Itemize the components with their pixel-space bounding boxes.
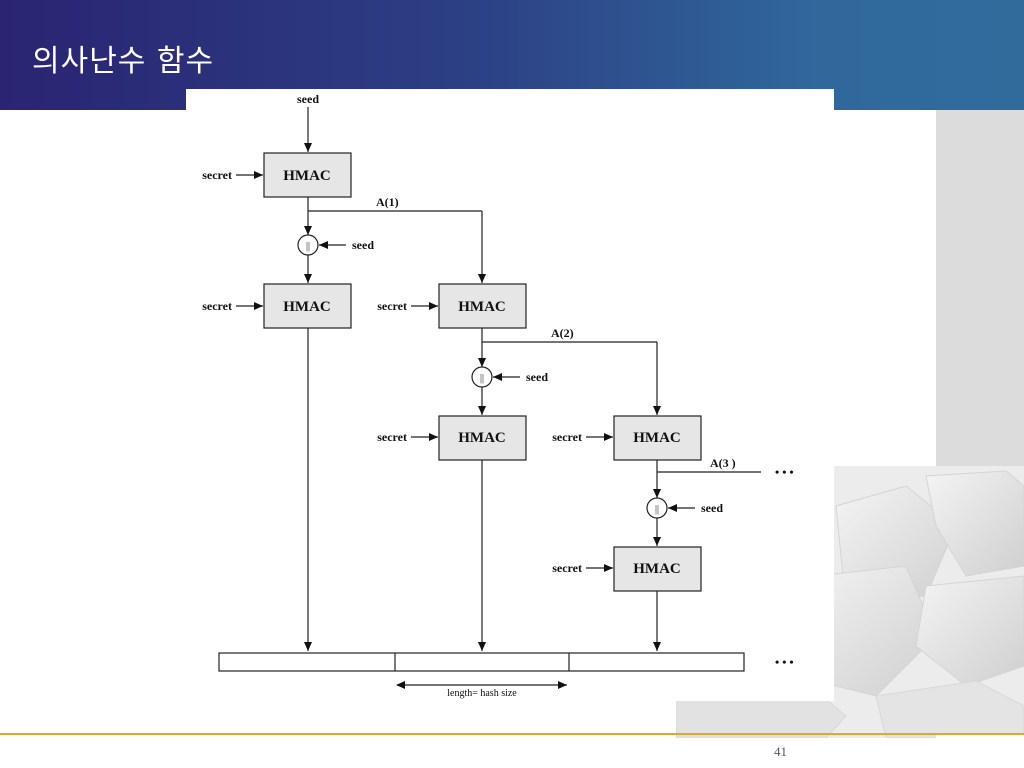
hmac-label: HMAC xyxy=(283,168,331,184)
hmac-label: HMAC xyxy=(458,299,506,315)
seed-label: seed xyxy=(297,92,319,106)
concat-symbol: || xyxy=(655,504,659,515)
seed-label: seed xyxy=(352,238,374,252)
output-bar xyxy=(218,652,745,672)
continuation-ellipsis: • • • xyxy=(775,465,794,479)
hmac-box xyxy=(263,152,352,198)
footer-accent-line xyxy=(0,733,1024,735)
concat-symbol: || xyxy=(480,373,484,384)
secret-label: secret xyxy=(552,430,582,444)
a3-label: A(3 ) xyxy=(710,456,736,470)
hmac-box xyxy=(438,283,527,329)
hmac-box xyxy=(263,283,352,329)
secret-label: secret xyxy=(377,430,407,444)
length-label: length= hash size xyxy=(447,688,517,699)
hmac-label: HMAC xyxy=(283,299,331,315)
hmac-box xyxy=(438,415,527,461)
seed-label: seed xyxy=(526,370,548,384)
continuation-ellipsis: • • • xyxy=(775,655,794,669)
a1-label: A(1) xyxy=(376,195,399,209)
hmac-label: HMAC xyxy=(633,561,681,577)
secret-label: secret xyxy=(202,299,232,313)
a2-label: A(2) xyxy=(551,326,574,340)
page-number: 41 xyxy=(774,744,787,759)
slide-title: 의사난수 함수 xyxy=(32,44,215,79)
hmac-box xyxy=(613,546,702,592)
diagram-area: seed secret HMAC A(1) || seed secret HMA… xyxy=(186,89,834,701)
hmac-label: HMAC xyxy=(633,430,681,446)
secret-label: secret xyxy=(202,168,232,182)
concat-symbol: || xyxy=(306,241,310,252)
seed-label: seed xyxy=(701,501,723,515)
hmac-label: HMAC xyxy=(458,430,506,446)
footer-corner xyxy=(936,735,1024,768)
hmac-box xyxy=(613,415,702,461)
p-hash-diagram: seed secret HMAC A(1) || seed secret HMA… xyxy=(202,92,794,699)
secret-label: secret xyxy=(377,299,407,313)
secret-label: secret xyxy=(552,561,582,575)
